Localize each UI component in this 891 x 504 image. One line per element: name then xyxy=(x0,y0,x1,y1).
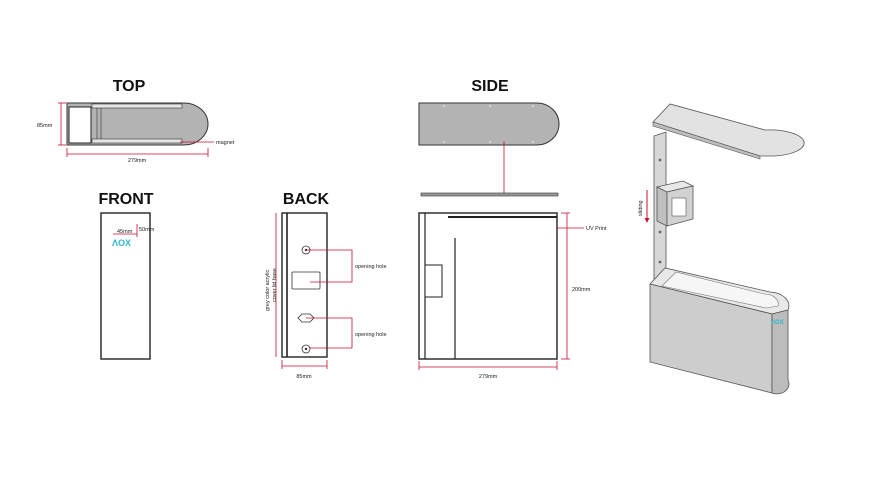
hole-callout-upper xyxy=(306,249,353,283)
iso-logo: ΛOX xyxy=(771,320,784,326)
side-lid-edge xyxy=(420,192,559,197)
front-logo: ΛOX xyxy=(112,238,131,248)
uv-label: UV Print xyxy=(586,226,607,232)
side-slot xyxy=(424,264,443,298)
top-rail-upper xyxy=(91,103,183,109)
back-width-label: 85mm xyxy=(296,374,312,380)
top-view-title: TOP xyxy=(113,78,146,95)
sliding-label: sliding xyxy=(638,200,644,216)
top-slot xyxy=(68,106,92,144)
hole-label-lower: opening hole xyxy=(355,332,387,338)
top-view: TOP 85mm 279mm magnet xyxy=(37,78,235,164)
front-view-title: FRONT xyxy=(98,191,153,208)
hole-callout-lower xyxy=(306,317,353,349)
back-window xyxy=(291,271,321,290)
iso-base-end xyxy=(771,309,790,395)
front-view: FRONT ΛOX 45mm 50mm xyxy=(98,191,155,360)
side-view-title: SIDE xyxy=(471,78,509,95)
iso-lid xyxy=(652,103,805,157)
side-width-label: 279mm xyxy=(479,374,498,380)
magnet-label: magnet xyxy=(216,140,235,146)
side-lid-panel xyxy=(418,102,560,146)
isometric-view: sliding ΛOX xyxy=(638,103,805,395)
side-view: SIDE UV Print 200mm 279mm xyxy=(418,78,607,380)
logo-x-label: 45mm xyxy=(117,229,133,235)
back-side-note-2: cover lid base xyxy=(272,268,278,302)
hole-label-upper: opening hole xyxy=(355,264,387,270)
back-view-title: BACK xyxy=(283,191,330,208)
front-panel xyxy=(100,212,151,360)
back-side-note-1: grey color acrylic xyxy=(265,269,271,311)
top-rail-lower xyxy=(91,138,183,144)
top-width-label: 279mm xyxy=(128,158,147,164)
top-panel xyxy=(66,102,209,146)
side-height-label: 200mm xyxy=(572,287,591,293)
top-height-label: 85mm xyxy=(37,123,53,129)
logo-y-label: 50mm xyxy=(139,227,155,233)
back-view: BACK opening hole opening hole grey colo… xyxy=(265,191,387,380)
